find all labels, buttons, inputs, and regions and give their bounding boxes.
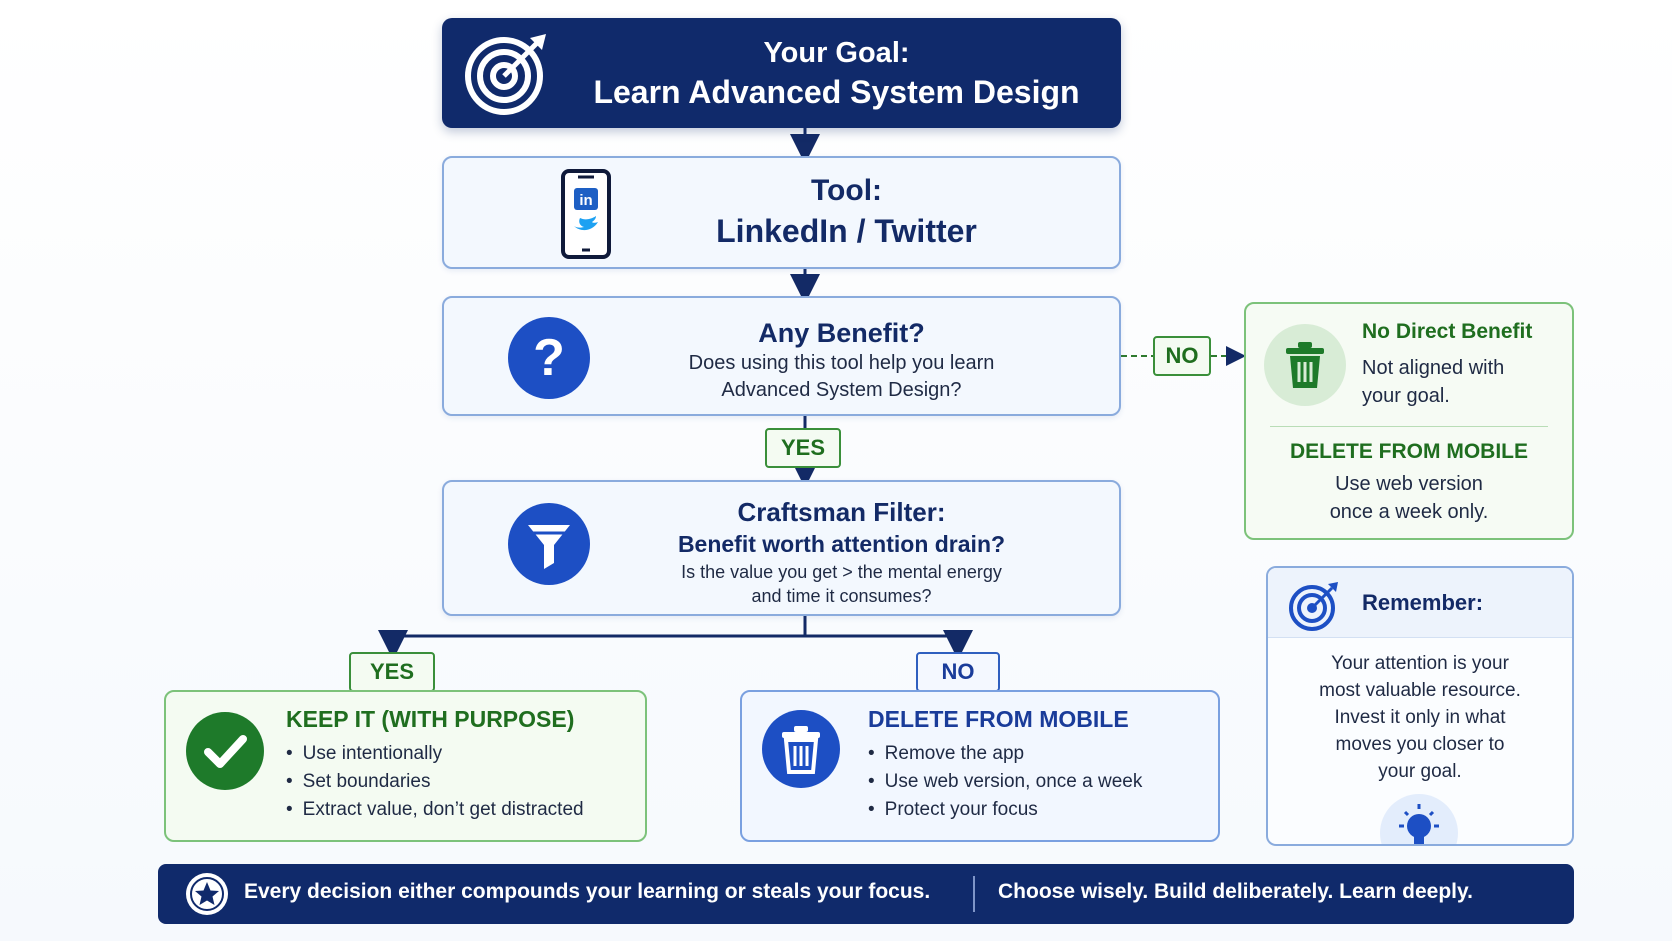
no-benefit-title: No Direct Benefit xyxy=(1362,320,1533,343)
target-arrow-icon xyxy=(465,34,546,115)
list-item: Extract value, don’t get distracted xyxy=(286,796,584,824)
no-benefit-desc-line2: your goal. xyxy=(1362,385,1450,407)
tool-label: Tool: xyxy=(810,174,883,207)
keep-it-box: KEEP IT (WITH PURPOSE) Use intentionally… xyxy=(164,690,647,842)
no-benefit-action-line2: once a week only. xyxy=(1329,501,1489,523)
tool-title: LinkedIn / Twitter xyxy=(716,213,977,249)
goal-box: Your Goal: Learn Advanced System Design xyxy=(442,18,1121,128)
no-label-benefit: NO xyxy=(1153,336,1211,376)
no-benefit-box: No Direct Benefit Not aligned with your … xyxy=(1244,302,1574,540)
list-item: Protect your focus xyxy=(868,796,1142,824)
goal-label: Your Goal: xyxy=(763,37,910,69)
svg-text:?: ? xyxy=(533,329,565,387)
list-item: Use web version, once a week xyxy=(868,768,1143,796)
funnel-icon xyxy=(508,503,590,585)
delete-list: Remove the app Use web version, once a w… xyxy=(868,740,1143,824)
star-icon xyxy=(186,873,228,915)
banner-left-text: Every decision either compounds your lea… xyxy=(244,880,931,903)
remember-line: Your attention is your xyxy=(1331,653,1509,674)
benefit-title: Any Benefit? xyxy=(758,318,925,348)
lightbulb-icon xyxy=(1380,794,1458,844)
filter-subtitle: Benefit worth attention drain? xyxy=(677,531,1006,557)
bottom-banner: Every decision either compounds your lea… xyxy=(158,864,1574,924)
craftsman-filter-box: Craftsman Filter: Benefit worth attentio… xyxy=(442,480,1121,616)
no-label-filter: NO xyxy=(916,652,1000,692)
no-benefit-action-line1: Use web version xyxy=(1335,473,1483,495)
benefit-question-line1: Does using this tool help you learn xyxy=(688,352,995,374)
benefit-question-line2: Advanced System Design? xyxy=(721,379,962,401)
filter-question-line2: and time it consumes? xyxy=(751,586,932,606)
yes-label-benefit: YES xyxy=(765,428,841,468)
remember-box: Remember: Your attention is your most va… xyxy=(1266,566,1574,846)
no-benefit-action: DELETE FROM MOBILE xyxy=(1290,440,1528,463)
delete-title: DELETE FROM MOBILE xyxy=(868,706,1129,732)
filter-title: Craftsman Filter: xyxy=(737,497,946,527)
svg-text:in: in xyxy=(579,192,592,209)
question-icon: ? xyxy=(508,317,590,399)
list-item: Set boundaries xyxy=(286,768,584,796)
list-item: Remove the app xyxy=(868,740,1142,768)
remember-line: your goal. xyxy=(1378,761,1462,782)
yes-label-filter: YES xyxy=(349,652,435,692)
keep-title: KEEP IT (WITH PURPOSE) xyxy=(286,706,575,732)
list-item: Use intentionally xyxy=(286,740,584,768)
keep-list: Use intentionally Set boundaries Extract… xyxy=(286,740,584,824)
goal-title: Learn Advanced System Design xyxy=(593,74,1080,110)
filter-question-line1: Is the value you get > the mental energy xyxy=(681,562,1002,582)
target-icon xyxy=(1289,582,1338,631)
benefit-question-box: ? Any Benefit? Does using this tool help… xyxy=(442,296,1121,416)
banner-right-text: Choose wisely. Build deliberately. Learn… xyxy=(998,880,1473,903)
trash-icon xyxy=(1264,324,1346,406)
remember-line: most valuable resource. xyxy=(1319,680,1521,701)
divider xyxy=(1270,426,1548,427)
check-icon xyxy=(186,712,264,790)
remember-line: Invest it only in what xyxy=(1334,707,1506,728)
no-benefit-desc-line1: Not aligned with xyxy=(1362,357,1505,379)
remember-title: Remember: xyxy=(1362,590,1484,615)
phone-icon: in xyxy=(561,169,611,259)
trash-icon xyxy=(762,710,840,788)
banner-separator xyxy=(973,876,975,912)
tool-box: in Tool: LinkedIn / Twitter xyxy=(442,156,1121,269)
delete-from-mobile-box: DELETE FROM MOBILE Remove the app Use we… xyxy=(740,690,1220,842)
remember-line: moves you closer to xyxy=(1335,734,1505,755)
